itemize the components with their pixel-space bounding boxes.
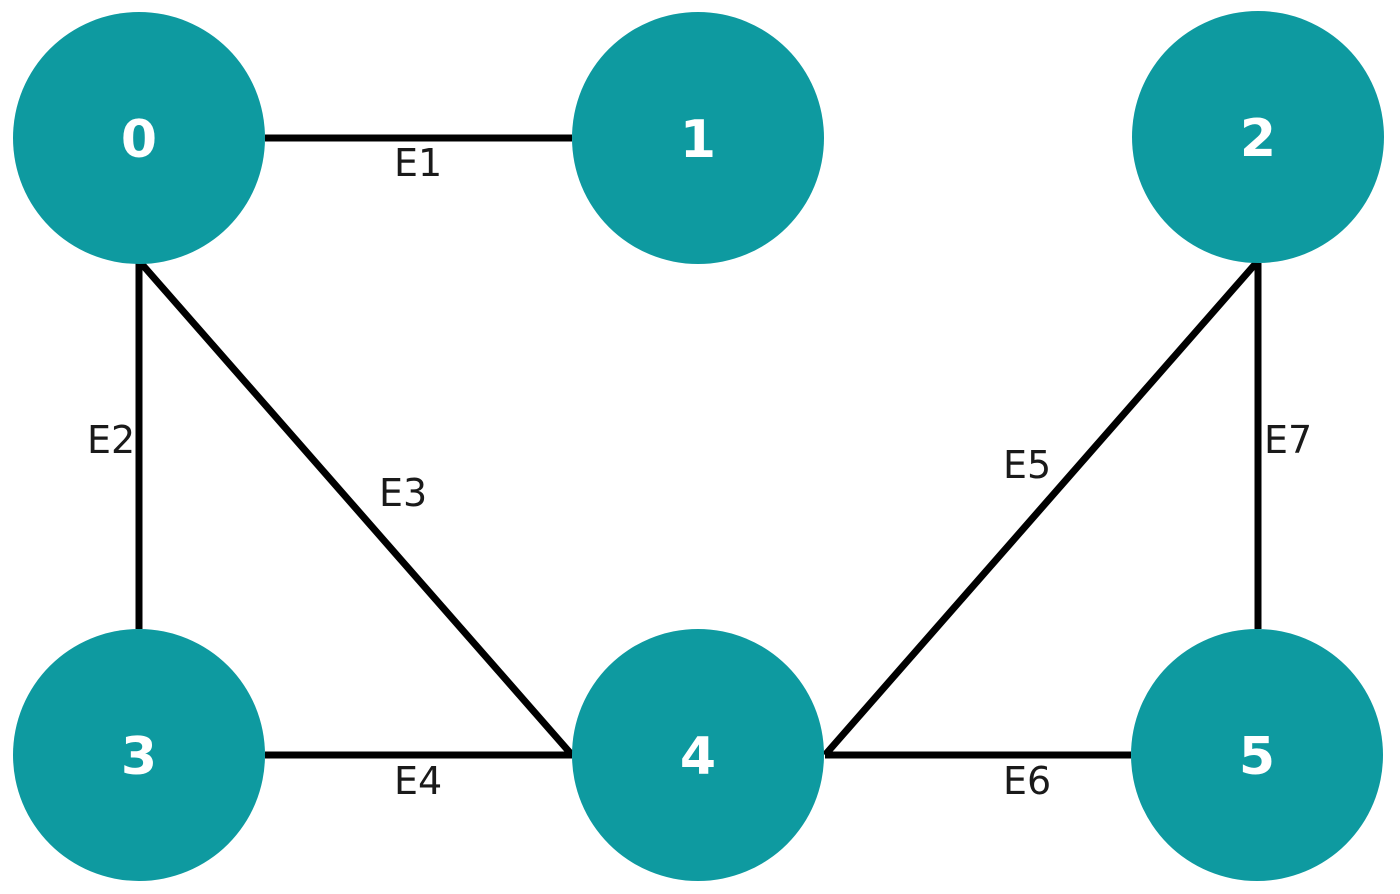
edge-label-e3: E3 <box>379 471 427 515</box>
edge-label-e6: E6 <box>1003 759 1051 803</box>
graph-node-1[interactable]: 1 <box>572 12 824 264</box>
edge-label-e5: E5 <box>1003 443 1051 487</box>
graph-node-2[interactable]: 2 <box>1132 11 1384 263</box>
node-circle-5[interactable] <box>1131 629 1383 881</box>
node-circle-0[interactable] <box>13 12 265 264</box>
graph-node-0[interactable]: 0 <box>13 12 265 264</box>
graph-edge-e3[interactable] <box>137 259 575 758</box>
edge-label-e4: E4 <box>394 759 442 803</box>
node-circle-4[interactable] <box>572 629 824 881</box>
node-circle-1[interactable] <box>572 12 824 264</box>
graph-edge-e5[interactable] <box>822 259 1260 758</box>
nodes-layer: 0 1 2 3 4 5 <box>13 11 1384 881</box>
node-label-1: 1 <box>680 110 716 170</box>
node-label-2: 2 <box>1240 109 1276 169</box>
node-circle-2[interactable] <box>1132 11 1384 263</box>
node-label-4: 4 <box>680 727 716 787</box>
node-circle-3[interactable] <box>13 629 265 881</box>
edge-label-e1: E1 <box>394 141 442 185</box>
node-label-3: 3 <box>121 727 157 787</box>
edge-label-e7: E7 <box>1264 418 1312 462</box>
edges-layer <box>135 134 1262 759</box>
node-label-5: 5 <box>1239 727 1275 787</box>
graph-node-5[interactable]: 5 <box>1131 629 1383 881</box>
node-label-0: 0 <box>121 110 157 170</box>
graph-node-4[interactable]: 4 <box>572 629 824 881</box>
edge-label-e2: E2 <box>87 418 135 462</box>
graph-node-3[interactable]: 3 <box>13 629 265 881</box>
